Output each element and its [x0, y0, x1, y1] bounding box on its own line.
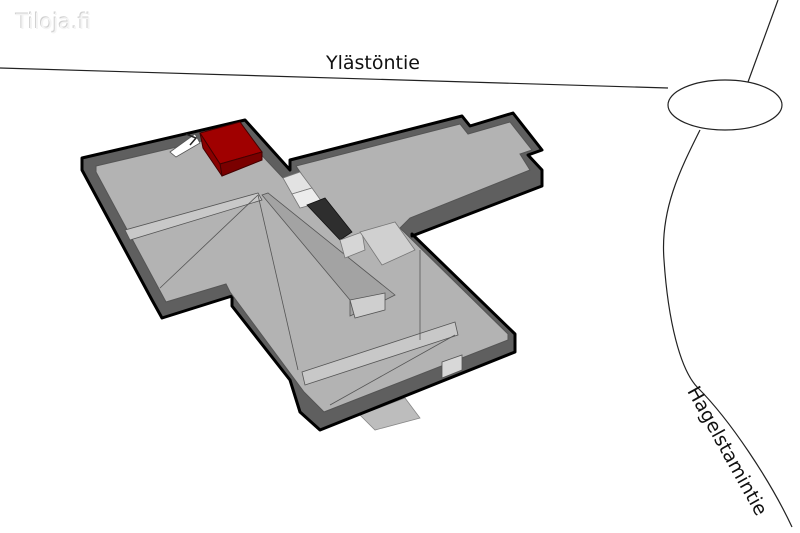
- diagonal-line: [159, 194, 259, 289]
- interior-lines: [124, 192, 463, 406]
- road-hagelstamintie-line: [662, 129, 793, 528]
- diagonal-line: [257, 194, 299, 371]
- entrance-door: [441, 354, 463, 379]
- road-label-ylastontie: Ylästöntie: [326, 52, 420, 74]
- roundabout: [667, 79, 783, 131]
- diagonal-line: [329, 334, 456, 406]
- central-step: [349, 292, 386, 319]
- highlighted-room: [199, 121, 263, 177]
- dark-block: [306, 197, 353, 241]
- entrance-ramp: [359, 397, 421, 431]
- stairs-icon: [169, 133, 201, 158]
- watermark-logo: Tiloja.fi: [16, 10, 92, 34]
- light-block-3: [339, 231, 366, 259]
- road-ylastontie-line: [0, 67, 669, 89]
- lower-ledge: [301, 321, 459, 386]
- light-block-4: [359, 221, 416, 266]
- road-north-line: [747, 0, 779, 83]
- left-ledge: [124, 192, 263, 241]
